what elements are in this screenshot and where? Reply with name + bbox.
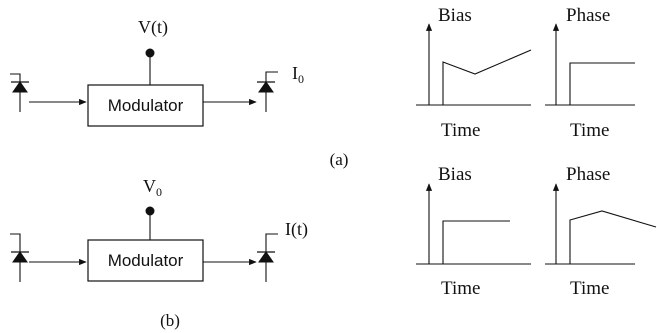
graph-xlabel: Time: [570, 120, 609, 141]
control-signal-label-b: V0: [143, 176, 162, 199]
graph-xlabel: Time: [441, 120, 480, 141]
graph-title: Bias: [438, 164, 472, 185]
graph-title: Bias: [438, 5, 472, 26]
graph-title: Phase: [566, 164, 610, 185]
input-photodiode-a: [10, 73, 29, 112]
part-b: Modulator V0 I(t) (b) Bias Time Phase T: [10, 164, 657, 330]
part-label-b: (b): [160, 311, 180, 330]
output-photodiode-b: [257, 233, 278, 282]
graph-title: Phase: [566, 5, 610, 26]
graph-a-bias: Bias Time: [416, 5, 532, 141]
control-terminal-b: [145, 206, 155, 216]
graph-b-bias: Bias Time: [416, 164, 531, 299]
output-signal-label-a: I0: [292, 63, 304, 86]
output-photodiode-a: [257, 71, 278, 112]
modulator-label-b: Modulator: [108, 251, 184, 270]
graph-b-phase: Phase Time: [545, 164, 657, 299]
phase-curve: [569, 62, 635, 105]
part-label-a: (a): [330, 150, 349, 169]
modulator-box-a: [87, 84, 204, 127]
phase-curve: [569, 210, 657, 264]
control-terminal-a: [145, 48, 155, 58]
modulator-box-b: [87, 239, 204, 282]
control-signal-label-a: V(t): [138, 17, 168, 38]
graph-a-phase: Phase Time: [545, 5, 635, 141]
output-signal-label-b: I(t): [285, 219, 308, 240]
graph-xlabel: Time: [441, 278, 480, 299]
part-a: Modulator V(t) I0 (a) Bias Time Phase T: [10, 5, 635, 169]
graph-xlabel: Time: [570, 278, 609, 299]
modulator-label-a: Modulator: [108, 96, 184, 115]
bias-curve: [442, 220, 510, 264]
input-photodiode-b: [10, 233, 29, 282]
bias-curve: [442, 49, 532, 105]
